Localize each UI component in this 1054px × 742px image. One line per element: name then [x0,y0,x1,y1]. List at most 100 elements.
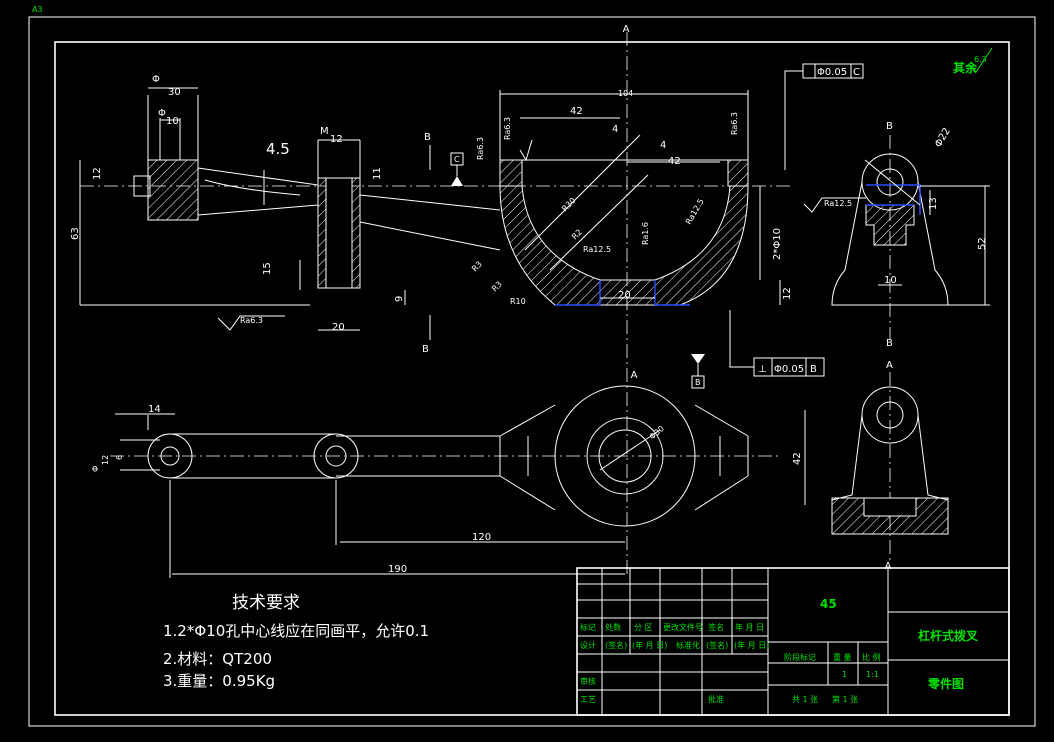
svg-text:工艺: 工艺 [580,695,596,704]
svg-text:1: 1 [842,670,847,679]
dim-4-a: 4 [612,124,618,135]
svg-text:(年 月 日): (年 月 日) [734,640,769,650]
svg-text:B: B [810,364,817,375]
svg-text:设计: 设计 [580,640,596,650]
dim-r10: R10 [510,297,526,306]
svg-text:A: A [886,360,893,371]
svg-text:年 月 日: 年 月 日 [735,622,764,632]
dim-10: 10 [166,116,179,127]
section-label-b-bottom: B [422,344,429,355]
dim-9: 9 [394,296,405,302]
roughness-4: Ra12.5 [583,245,611,254]
svg-text:阶段标记: 阶段标记 [784,652,816,662]
dim-52: 52 [977,237,988,250]
section-label-b-top: B [424,132,431,143]
notes-title: 技术要求 [232,593,300,613]
dim-15: 15 [262,262,273,275]
roughness-other-symbol: 其余 6.3 [953,47,993,75]
top-view: 14 6 12 Φ Φ30 42 120 190 [91,385,806,578]
section-label-m: M [320,126,329,137]
notes-line-3: 3.重量：0.95Kg [163,672,275,690]
roughness-2: Ra6.3 [503,117,512,140]
svg-text:Φ0.05: Φ0.05 [817,67,847,78]
svg-text:⊥: ⊥ [758,364,767,375]
side-view-b: B B Φ22 13 10 52 Ra12.5 [803,121,990,349]
dim-12-mid: 12 [330,134,343,145]
svg-text:其余: 其余 [953,60,978,75]
svg-text:B: B [886,338,893,349]
roughness-5: Ra1.6 [641,222,650,245]
roughness-8: Ra6.3 [240,316,263,325]
dim-20-bowl: 20 [618,290,631,301]
dim-13: 13 [928,197,939,210]
svg-text:6.3: 6.3 [974,55,987,64]
side-view-a: A [831,360,949,560]
svg-text:(年 月 日): (年 月 日) [632,640,667,650]
dim-r30: R30 [560,196,578,214]
datum-b-mark: B [691,354,705,389]
svg-text:(签名): (签名) [706,640,728,650]
sheet-size-label: A3 [32,5,43,14]
dim-4-b: 4 [660,140,666,151]
notes-line-1: 1.2*Φ10孔中心线应在同画平，允许0.1 [163,622,429,640]
part-name: 杠杆式拨叉 [918,628,979,643]
datum-c-label: C [454,155,460,164]
dim-phi-label: Φ [158,108,166,119]
dim-42-top-view: 42 [792,452,803,465]
dim-phi: Φ [152,74,160,85]
svg-text:1:1: 1:1 [866,670,879,679]
dim-42-top: 42 [570,106,583,117]
dim-phi22: Φ22 [933,126,953,149]
svg-text:审核: 审核 [580,676,596,686]
dim-4-5: 4.5 [266,140,290,158]
outer-border [28,16,1036,727]
dim-12-bowl: 12 [782,287,793,300]
dim-12-left: 12 [92,167,103,180]
dim-190: 190 [388,564,407,575]
svg-text:Φ0.05: Φ0.05 [774,364,804,375]
dim-20-mid: 20 [332,322,345,333]
svg-text:B: B [886,121,893,132]
perpendicular-tolerance-frame: ⊥ Φ0.05 B [729,310,825,377]
dim-63: 63 [70,227,81,240]
svg-text:(签名): (签名) [605,640,627,650]
title-block: 标记 处数 分 区 更改文件号 签名 年 月 日 设计 (签名) (年 月 日)… [576,567,1010,716]
bowl-section [499,185,749,306]
roughness-6: Ra12.5 [684,197,706,226]
technical-notes: 技术要求 1.2*Φ10孔中心线应在同画平，允许0.1 2.材料：QT200 3… [163,593,429,690]
svg-text:分 区: 分 区 [634,623,653,632]
svg-text:C: C [853,67,860,78]
svg-text:B: B [695,378,701,387]
roughness-1: Ra6.3 [476,137,485,160]
section-label-a-bottom: A [885,561,892,572]
svg-text:共 1 张: 共 1 张 [792,695,818,704]
svg-text:第 1 张: 第 1 张 [832,694,858,704]
left-boss-section [147,159,199,221]
svg-text:标准化: 标准化 [676,640,700,650]
dim-120: 120 [472,532,491,543]
roughness-3: Ra6.3 [730,112,739,135]
dim-2-phi10: 2*Φ10 [772,228,783,260]
dim-phi-top: Φ [91,466,100,472]
svg-text:重 量: 重 量 [833,652,852,662]
parallel-tolerance-frame: Φ0.05 C [784,63,864,170]
drawing-type: 零件图 [927,676,964,691]
dim-6: 6 [115,455,124,460]
dim-phi30: Φ30 [648,424,666,441]
svg-text:批准: 批准 [708,694,724,704]
dim-14: 14 [148,404,161,415]
svg-text:更改文件号: 更改文件号 [663,622,703,632]
inner-border [54,41,1010,716]
dim-r3-b: R3 [490,280,504,294]
material-value: 45 [820,597,837,611]
front-view: A A A [70,24,892,575]
roughness-7: Ra12.5 [824,199,852,208]
dim-104: 104 [618,89,633,98]
dim-r3: R3 [470,260,484,274]
section-label-a-top: A [623,24,630,35]
dim-30: 30 [168,87,181,98]
dim-11: 11 [372,167,383,180]
svg-text:签名: 签名 [708,622,724,632]
